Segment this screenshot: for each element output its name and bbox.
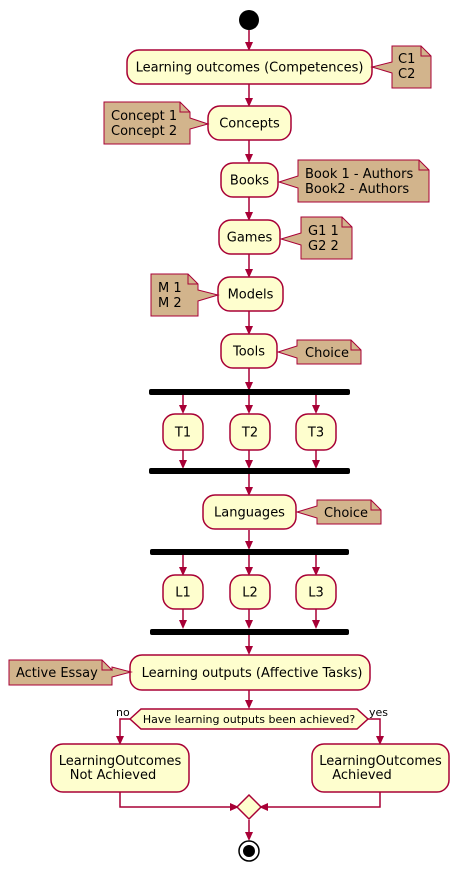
activity-label: T1: [174, 426, 191, 441]
note-active-essay: Active Essay: [8, 659, 133, 686]
join-bar-languages: [150, 629, 349, 635]
activity-t1: T1: [162, 413, 204, 451]
note-line: C1: [398, 52, 415, 67]
activity-label-line1: LearningOutcomes: [59, 754, 182, 769]
activity-learning-outputs: Learning outputs (Affective Tasks): [129, 654, 371, 691]
activity-t2: T2: [229, 413, 271, 451]
edges: [116, 30, 384, 841]
decision-yes-label: yes: [369, 706, 388, 719]
note-line: M 1: [158, 281, 182, 296]
note-line: C2: [398, 67, 415, 82]
end-node: [238, 840, 260, 862]
activity-tools: Tools: [220, 333, 278, 369]
note-books: Book 1 - Authors Book2 - Authors: [277, 159, 430, 203]
note-line: Book 1 - Authors: [305, 167, 413, 182]
activity-achieved: LearningOutcomes Achieved: [311, 743, 450, 793]
note-models: M 1 M 2: [150, 273, 220, 317]
activity-label: Games: [227, 231, 273, 246]
activity-label: Concepts: [219, 117, 280, 132]
activity-t3: T3: [295, 413, 337, 451]
note-line: Concept 1: [111, 109, 177, 124]
activity-concepts: Concepts: [207, 105, 292, 141]
activity-label: T2: [241, 426, 258, 441]
note-line: Active Essay: [16, 666, 98, 681]
activity-label-line2: Achieved: [332, 768, 392, 783]
note-line: Choice: [324, 506, 368, 521]
activity-games: Games: [218, 219, 281, 255]
activity-label: Tools: [232, 345, 265, 360]
activity-label: T3: [307, 426, 324, 441]
activity-l3: L3: [295, 574, 337, 610]
note-tools-choice: Choice: [276, 339, 362, 365]
note-line: Concept 2: [111, 124, 177, 139]
note-games: G1 1 G2 2: [279, 216, 353, 260]
activity-models: Models: [217, 276, 284, 312]
note-line: Choice: [305, 346, 349, 361]
activity-label: Languages: [214, 506, 285, 521]
activity-label: Learning outputs (Affective Tasks): [142, 666, 363, 681]
note-line: G2 2: [308, 239, 339, 254]
activity-label-line2: Not Achieved: [70, 768, 157, 783]
note-line: G1 1: [308, 224, 339, 239]
activity-l2: L2: [229, 574, 271, 610]
start-node: [239, 10, 259, 30]
note-concepts: Concept 1 Concept 2: [103, 101, 210, 145]
activity-languages: Languages: [202, 494, 297, 530]
activity-label: Learning outcomes (Competences): [136, 61, 364, 76]
activity-l1: L1: [162, 574, 204, 610]
activity-label: L2: [242, 586, 258, 601]
note-line: M 2: [158, 296, 182, 311]
fork-bar-tools: [149, 389, 350, 395]
activity-label: Books: [230, 174, 269, 189]
activity-label: L3: [308, 586, 324, 601]
note-languages-choice: Choice: [295, 499, 382, 525]
merge-node: [235, 793, 263, 821]
decision-achieved: Have learning outputs been achieved? no …: [116, 706, 388, 730]
decision-question: Have learning outputs been achieved?: [143, 713, 355, 726]
decision-no-label: no: [116, 706, 130, 719]
activity-not-achieved: LearningOutcomes Not Achieved: [50, 743, 190, 793]
join-bar-tools: [149, 468, 350, 474]
activity-label: L1: [175, 586, 191, 601]
fork-bar-languages: [150, 549, 349, 555]
activity-books: Books: [220, 162, 279, 198]
activity-label: Models: [228, 288, 274, 303]
note-line: Book2 - Authors: [305, 182, 409, 197]
activity-learning-outcomes: Learning outcomes (Competences): [126, 49, 373, 85]
note-competences: C1 C2: [370, 45, 432, 89]
activity-label-line1: LearningOutcomes: [319, 754, 442, 769]
